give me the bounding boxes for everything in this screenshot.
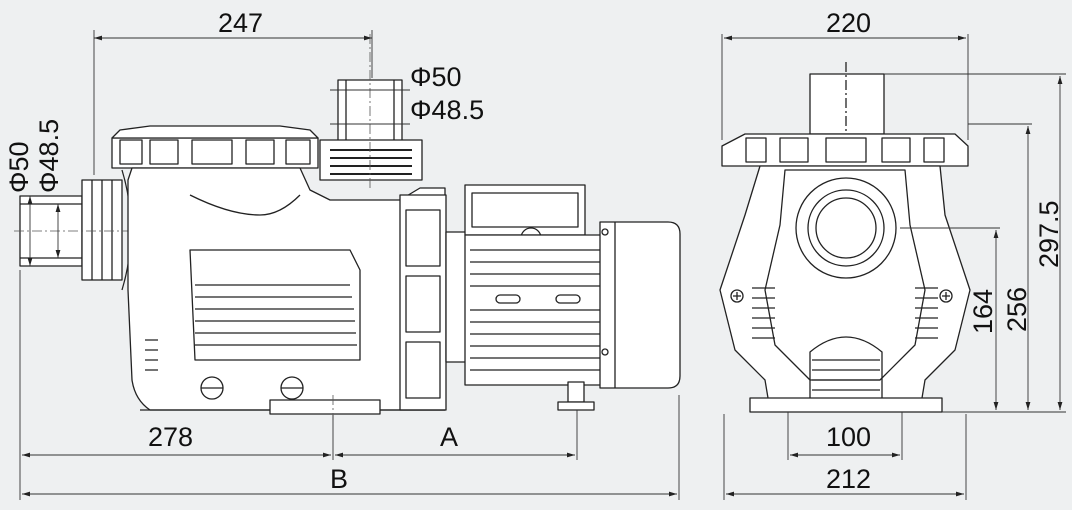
dim-side-top-width: 247 bbox=[218, 8, 263, 38]
dim-a: A bbox=[440, 422, 458, 452]
inlet-pipe bbox=[14, 169, 140, 291]
front-dimensions bbox=[721, 34, 1066, 500]
front-screw-right bbox=[939, 289, 953, 303]
dim-front-base-width: 212 bbox=[826, 464, 871, 494]
drain-plug-left bbox=[200, 376, 224, 400]
front-pump-body bbox=[719, 165, 971, 413]
strainer-lid bbox=[111, 125, 319, 169]
front-screw-left bbox=[730, 289, 744, 303]
front-side-vents-right bbox=[915, 287, 938, 339]
vent-slots bbox=[195, 284, 357, 346]
dim-front-cover-height: 256 bbox=[1002, 287, 1032, 332]
dim-outlet-inner-diameter: Φ48.5 bbox=[410, 95, 484, 125]
pump-base bbox=[140, 395, 445, 420]
dim-inlet-inner-diameter: Φ48.5 bbox=[34, 119, 64, 193]
motor-fins bbox=[470, 249, 610, 371]
strainer-housing bbox=[127, 167, 446, 411]
front-strainer-lid bbox=[721, 133, 969, 167]
dim-front-top-width: 220 bbox=[826, 8, 871, 38]
dim-inlet-to-foot: 278 bbox=[148, 422, 193, 452]
front-side-vents-left bbox=[752, 287, 775, 339]
motor-body bbox=[464, 184, 681, 411]
front-view: 220 297.5 256 164 100 212 bbox=[719, 8, 1066, 500]
side-dimensions bbox=[19, 30, 680, 500]
dim-outlet-outer-diameter: Φ50 bbox=[410, 62, 462, 92]
dim-b: B bbox=[330, 464, 348, 494]
pump-flange bbox=[399, 194, 469, 411]
drain-plug-right bbox=[280, 376, 304, 400]
outlet-pipe bbox=[319, 34, 423, 190]
dim-inlet-outer-diameter: Φ50 bbox=[4, 141, 34, 193]
dim-front-inlet-height: 164 bbox=[968, 289, 998, 334]
outlet-thread bbox=[330, 149, 412, 175]
dim-front-foot-spacing: 100 bbox=[826, 422, 871, 452]
side-view: 247 Φ50 Φ48.5 Φ50 Φ48.5 278 A B bbox=[4, 8, 681, 500]
dim-front-total-height: 297.5 bbox=[1034, 200, 1064, 268]
